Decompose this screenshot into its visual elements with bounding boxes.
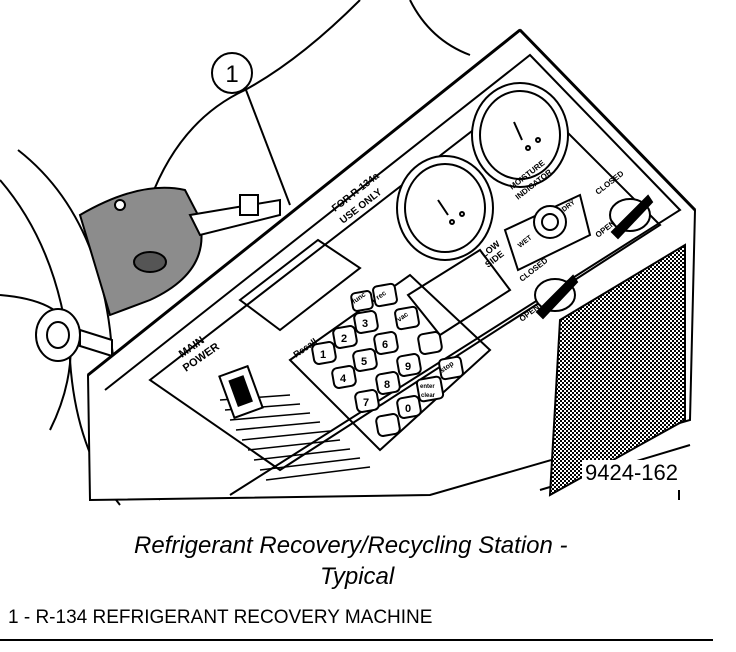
key-rec — [372, 282, 398, 308]
key-8-label: 8 — [384, 379, 390, 391]
key-7 — [354, 389, 380, 413]
main-power-switch — [218, 364, 264, 420]
key-3 — [353, 310, 379, 334]
top-valve-knob — [609, 194, 654, 240]
key-rec-label: rec — [375, 290, 388, 302]
key-5-label: 5 — [361, 356, 367, 368]
bottom-rule — [0, 639, 713, 641]
figure-caption-line-2: Typical — [320, 563, 395, 590]
high-side-gauge — [471, 82, 569, 188]
key-enter-clear — [415, 375, 445, 403]
recovery-station-illustration: MAIN POWER FOR R-134a USE ONLY LOW SIDE … — [0, 0, 697, 506]
key-7-label: 7 — [363, 397, 369, 409]
key-stop — [438, 355, 464, 381]
key-4 — [331, 365, 357, 389]
key-func — [350, 290, 374, 312]
key-enter-label: enter — [420, 384, 435, 390]
key-1-label: 1 — [320, 349, 326, 361]
key-clear-label: clear — [421, 393, 436, 399]
key-4-label: 4 — [340, 373, 347, 385]
key-3-label: 3 — [362, 318, 368, 330]
key-0 — [396, 395, 422, 419]
hose-fitting — [35, 308, 113, 362]
legend-item-1: 1 - R-134 REFRIGERANT RECOVERY MACHINE — [8, 607, 433, 628]
key-blank-top — [417, 331, 443, 355]
handle-paddle — [78, 186, 281, 317]
key-9-label: 9 — [405, 361, 411, 373]
callout-1: 1 — [211, 52, 291, 206]
panel-vent-lines — [219, 394, 371, 481]
low-side-gauge — [396, 155, 494, 261]
figure-caption-line-1: Refrigerant Recovery/Recycling Station - — [134, 532, 568, 559]
key-6 — [373, 331, 399, 355]
key-0-label: 0 — [405, 403, 411, 415]
middle-valve-knob — [534, 274, 579, 320]
key-8 — [375, 371, 401, 395]
key-5 — [352, 348, 378, 372]
key-6-label: 6 — [382, 339, 388, 351]
key-9 — [396, 353, 422, 377]
figure-number: 9424-162 — [582, 460, 681, 486]
keypad: Recall func rec 3 2 1 vac 6 — [288, 273, 492, 452]
key-1 — [311, 341, 337, 365]
moisture-indicator — [503, 193, 592, 272]
key-vac — [394, 305, 420, 331]
callout-1-number: 1 — [225, 61, 238, 88]
key-2 — [332, 325, 358, 349]
key-blank-bottom — [375, 413, 401, 437]
key-2-label: 2 — [341, 333, 347, 345]
